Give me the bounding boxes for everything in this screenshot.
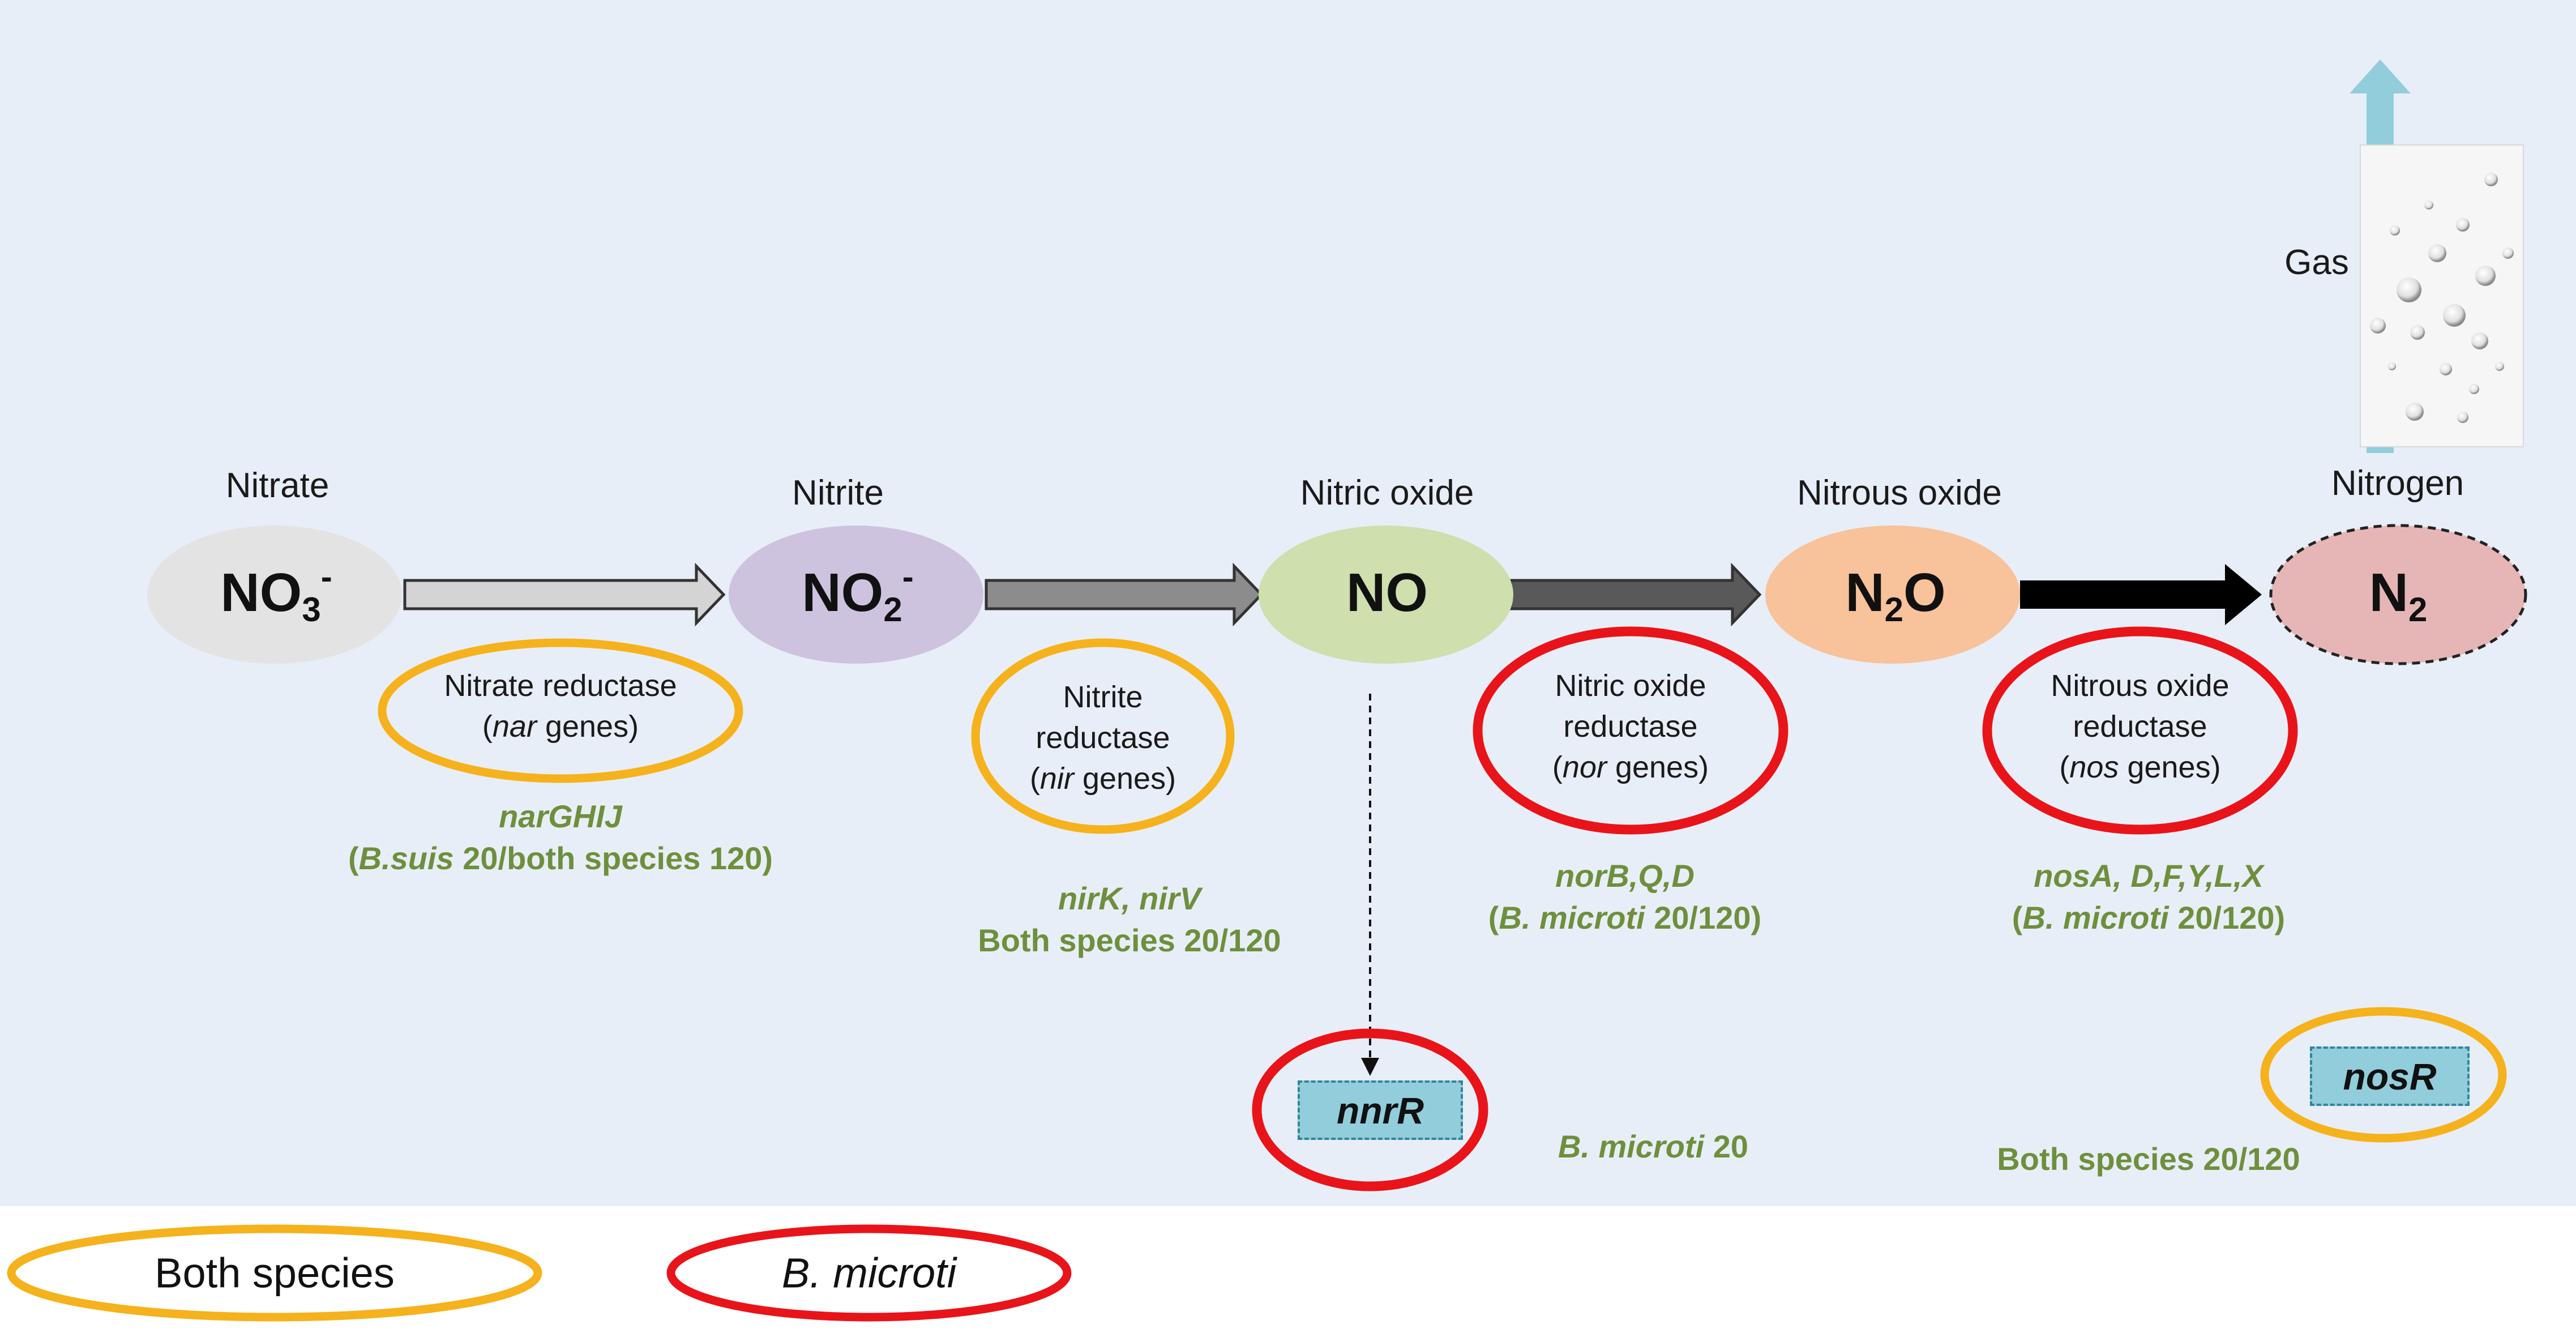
nitrite-formula: NO2- bbox=[802, 558, 914, 629]
nosr-note: Both species 20/120 bbox=[1997, 1141, 2300, 1177]
nnrr-note: B. microti 20 bbox=[1557, 1129, 1749, 1164]
nitrogen-node bbox=[2269, 524, 2527, 665]
reaction-arrow-3 bbox=[1509, 562, 1762, 627]
nor-enzyme-ring bbox=[1473, 626, 1788, 835]
nor-enzyme-label: Nitric oxide reductase (nor genes) bbox=[1552, 669, 1709, 784]
nir-enzyme-ring bbox=[971, 638, 1235, 834]
nitrate-formula: NO3- bbox=[220, 558, 332, 629]
reaction-arrow-4 bbox=[2020, 564, 2262, 625]
nitric-oxide-name: Nitric oxide bbox=[1300, 473, 1474, 512]
nitrate-name: Nitrate bbox=[225, 466, 330, 505]
nitrogen-formula: N2 bbox=[2369, 562, 2428, 629]
nitrous-oxide-formula: N2O bbox=[1845, 562, 1946, 629]
nos-enzyme-ring bbox=[1982, 626, 2298, 835]
bubbles bbox=[2370, 173, 2514, 423]
nnrr-gene-box: nnrR bbox=[1298, 1080, 1463, 1140]
gas-label: Gas bbox=[2284, 243, 2349, 282]
nitrous-oxide-name: Nitrous oxide bbox=[1797, 473, 2002, 512]
nitrogen-name: Nitrogen bbox=[2331, 464, 2464, 503]
nar-enzyme-label: Nitrate reductase (nar genes) bbox=[444, 669, 677, 744]
nos-enzyme-label: Nitrous oxide reductase (nos genes) bbox=[2051, 669, 2230, 784]
legend-b-microti-ring bbox=[666, 1224, 1072, 1322]
legend-both-species-ring bbox=[7, 1224, 542, 1322]
nitrous-oxide-node bbox=[1765, 525, 2020, 664]
nosr-gene-box: nosR bbox=[2310, 1046, 2470, 1106]
nitrite-name: Nitrite bbox=[792, 473, 884, 512]
nos-gene-note: nosA, D,F,Y,L,X (B. microti 20/120) bbox=[2012, 858, 2286, 935]
gas-bubbles-image bbox=[2360, 144, 2524, 447]
reaction-arrow-1 bbox=[403, 562, 726, 627]
reaction-arrow-2 bbox=[985, 562, 1264, 627]
nitric-oxide-formula: NO bbox=[1346, 562, 1428, 623]
nnrr-ring bbox=[1252, 1028, 1488, 1191]
nitric-oxide-node bbox=[1259, 525, 1513, 664]
nor-gene-note: norB,Q,D (B. microti 20/120) bbox=[1488, 858, 1762, 935]
nir-enzyme-label: Nitrite reductase (nir genes) bbox=[1029, 680, 1176, 796]
nitrite-node bbox=[729, 525, 983, 664]
nitrate-node bbox=[147, 525, 402, 664]
legend-b-microti-label: B. microti bbox=[781, 1249, 957, 1297]
legend-both-species-label: Both species bbox=[155, 1249, 395, 1297]
nnrr-dashed-arrow bbox=[1361, 694, 1379, 1076]
nosr-ring bbox=[2260, 1007, 2507, 1143]
nar-enzyme-ring bbox=[378, 638, 743, 783]
nar-gene-note: narGHIJ (B.suis 20/both species 120) bbox=[348, 798, 773, 876]
nir-gene-note: nirK, nirV Both species 20/120 bbox=[978, 881, 1281, 958]
